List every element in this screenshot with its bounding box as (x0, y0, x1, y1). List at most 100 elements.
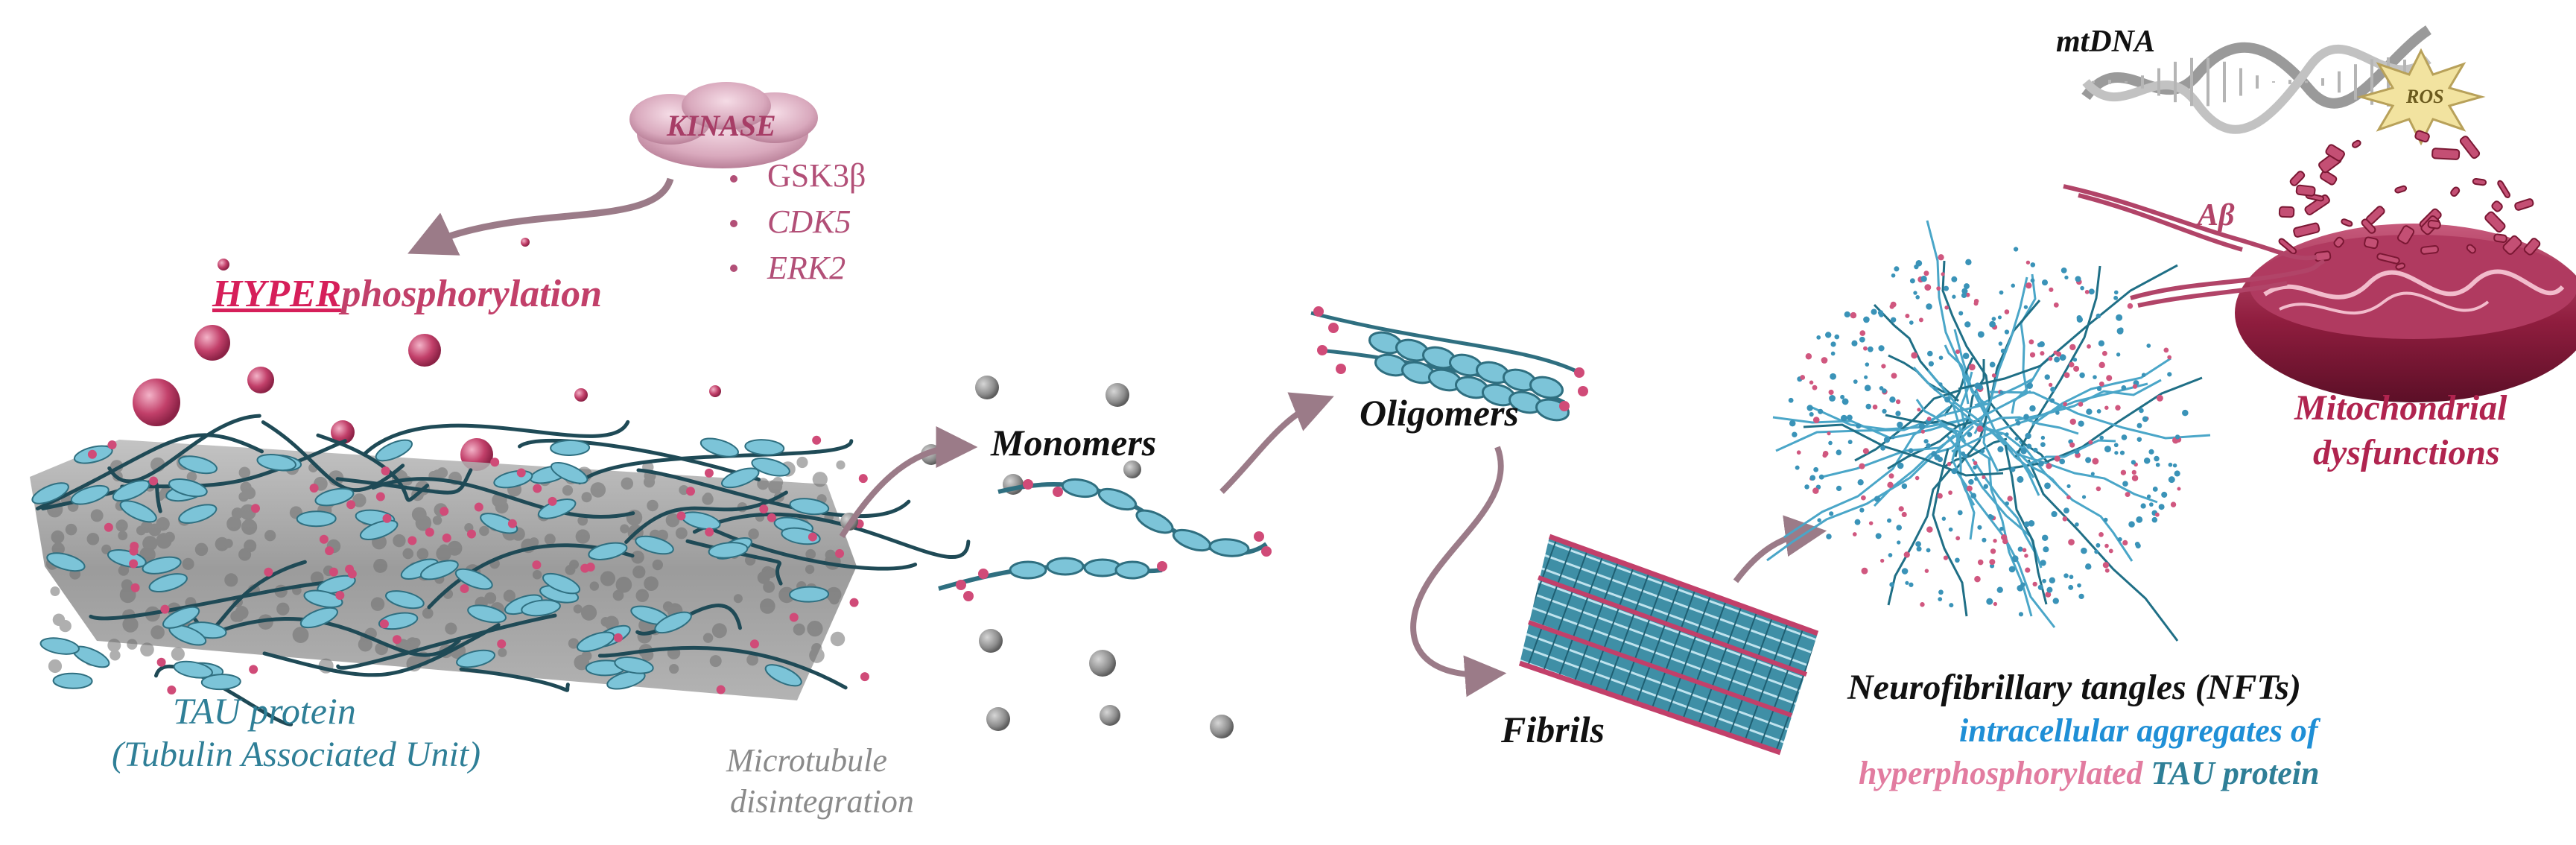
phosphate-sphere (247, 367, 274, 393)
nft-node (1861, 495, 1866, 501)
monomer-bead (1172, 528, 1212, 552)
tau-bead (359, 519, 399, 540)
nft-node (1948, 527, 1953, 532)
nft-node (1812, 417, 1820, 423)
phospho-site (249, 665, 258, 674)
phospho-site (586, 563, 595, 572)
nft-node (2029, 352, 2036, 358)
nft-node (2023, 305, 2028, 309)
tau-bead (299, 607, 338, 629)
oligomer (1310, 306, 1588, 422)
nft-node (2139, 408, 2144, 414)
monomer-bead (1083, 558, 1122, 577)
nft-node (2024, 521, 2030, 528)
nft-node (1955, 557, 1960, 563)
nft-node (2172, 463, 2177, 468)
phospho-site (309, 484, 319, 493)
mtdna-helix (2081, 25, 2431, 134)
nft-node (1818, 474, 1824, 480)
mito-fragment (2493, 233, 2507, 244)
phospho-site (1023, 479, 1033, 490)
nft-node (2030, 262, 2036, 268)
nft-node (2088, 440, 2093, 445)
tubulin-dot (498, 648, 507, 657)
tubulin-dot (438, 548, 451, 561)
tau-bead (46, 552, 86, 572)
nft-node (1880, 558, 1885, 563)
nft-node (1788, 397, 1794, 403)
tubulin-dot (529, 537, 539, 548)
nft-node (1901, 483, 1908, 490)
nft-node (2099, 435, 2104, 440)
nft-node (2044, 482, 2051, 490)
nft-node (2116, 352, 2121, 357)
nft-node (1986, 598, 1993, 605)
tau-bead (542, 572, 581, 595)
nft-node (1792, 431, 1798, 437)
nft-node (1913, 291, 1917, 295)
nft-node (1850, 311, 1857, 319)
kinase-item-1: GSK3β (767, 157, 866, 194)
tubulin-sphere (1105, 383, 1129, 407)
nft-node (1938, 382, 1943, 387)
nft-node (1924, 284, 1932, 291)
phospho-site (440, 507, 449, 516)
nft-node (2049, 398, 2055, 403)
nft-node (2059, 354, 2066, 361)
nft-node (2046, 586, 2053, 593)
nft-node (2037, 342, 2043, 347)
monomer-chain-2 (938, 557, 1167, 601)
nft-node (1880, 445, 1886, 451)
nft-node (1938, 597, 1943, 602)
tau-strand (371, 477, 635, 519)
nft-node (2168, 476, 2175, 484)
nft-node (2174, 434, 2180, 440)
mito-fragment (2325, 144, 2345, 162)
tubulin-dot (140, 520, 153, 534)
nft-line2: intracellular aggregates of (1959, 712, 2318, 749)
nft-node (1938, 589, 1944, 595)
phosphate-sphere (331, 420, 355, 444)
nft-node (1909, 278, 1915, 284)
phospho-site (474, 502, 483, 512)
phospho-site (759, 504, 769, 514)
nft-node (1961, 292, 1967, 299)
nft-node (2113, 295, 2119, 300)
phosphate-sphere (521, 238, 530, 247)
tubulin-dot (370, 597, 385, 611)
nft-node (1888, 553, 1893, 557)
nft-node (2076, 316, 2084, 323)
nft-node (1974, 477, 1979, 481)
tau-bead (480, 513, 518, 534)
nft-node (1836, 485, 1842, 492)
nft-node (1936, 286, 1941, 291)
tau-bead (654, 611, 692, 634)
nft-node (2104, 543, 2109, 548)
mito-fragment (2431, 148, 2461, 160)
nft-fiber (1887, 469, 1952, 606)
nft-node (1834, 334, 1840, 340)
nft-node (2154, 512, 2160, 517)
nft-node (1895, 399, 1901, 405)
nft-fiber (1912, 366, 2025, 452)
tubulin-dot (807, 620, 823, 637)
nft-node (1977, 331, 1985, 338)
nft-node (2148, 502, 2154, 507)
nft-node (1993, 539, 1997, 543)
tubulin-dot (811, 643, 822, 654)
nft-node (1999, 526, 2004, 531)
tau-bead (614, 656, 654, 674)
nft-node (1826, 534, 1832, 539)
nft-node (2154, 455, 2160, 462)
nft-node (2121, 384, 2127, 390)
mito-fragment (2278, 238, 2297, 255)
nft-node (1896, 525, 1903, 531)
nft-node (1854, 519, 1861, 525)
tau-strand (336, 613, 557, 670)
tubulin-dot (829, 594, 840, 605)
nft-node (2041, 279, 2049, 286)
nft-node (1989, 361, 1996, 368)
nft-node (1828, 440, 1833, 446)
nft-node (2055, 351, 2062, 357)
microtubule-label-line1: Microtubule (726, 742, 887, 779)
